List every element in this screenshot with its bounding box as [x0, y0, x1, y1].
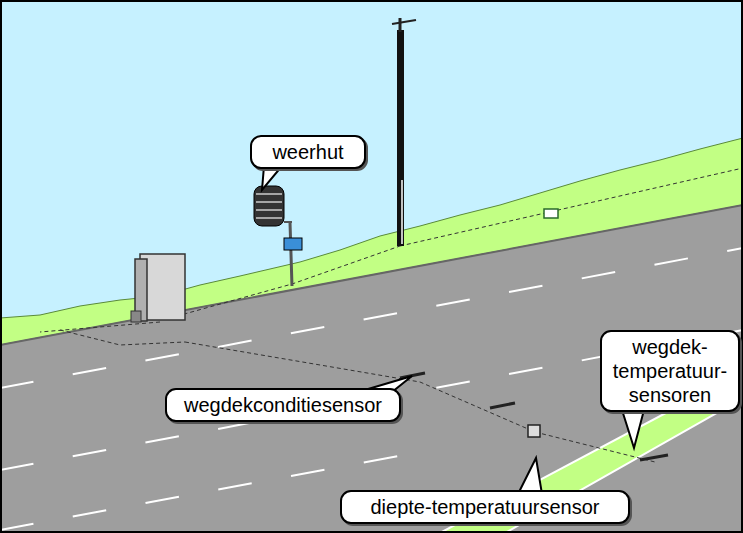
callout-bubble: diepte-temperatuursensor: [340, 490, 630, 524]
cable-trench: [60, 330, 185, 345]
sensor-pad: [640, 455, 668, 460]
road-edge: [0, 205, 743, 345]
callout-text: diepte-temperatuursensor: [346, 495, 624, 519]
callout-pointer: [518, 458, 542, 494]
weather-hut-louvre: [256, 201, 282, 203]
weather-hut-post: [290, 222, 292, 286]
anemometer: [399, 18, 402, 32]
cable-trench: [40, 322, 160, 332]
callout-pointer: [622, 410, 644, 448]
sensor-pad: [400, 373, 425, 378]
road-condition-sensor: [528, 425, 540, 437]
mast-highlight: [401, 180, 403, 244]
weather-hut-louvre: [256, 217, 282, 219]
callout-text: wegdekconditiesensor: [171, 393, 395, 417]
callout-text: weerhut: [256, 140, 360, 164]
anemometer: [392, 20, 416, 24]
road-surface: [0, 205, 743, 533]
cable-trench: [170, 246, 400, 318]
callout-bubble: wegdek- temperatuur- sensoren: [600, 330, 740, 412]
cable-trench: [400, 168, 743, 246]
weather-hut-louvre: [256, 209, 282, 211]
cabinet-base: [131, 311, 141, 322]
weather-hut: [254, 186, 284, 226]
sensor-pad: [490, 403, 515, 408]
wind-mast: [397, 30, 404, 246]
marker-sign: [544, 209, 558, 218]
sign-plate: [284, 238, 302, 250]
callout-pointer: [262, 166, 282, 190]
weather-hut-arm: [284, 221, 292, 223]
callout-bubble: weerhut: [250, 135, 366, 169]
callout-text: wegdek- temperatuur- sensoren: [606, 335, 734, 407]
weather-hut-louvre: [256, 193, 282, 195]
callout-bubble: wegdekconditiesensor: [165, 388, 401, 422]
